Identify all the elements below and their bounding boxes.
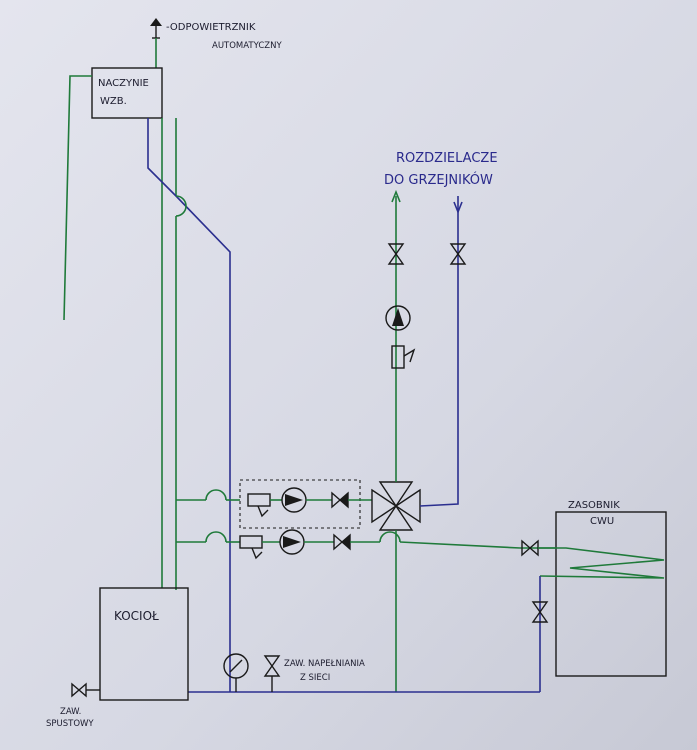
hot-water-tank bbox=[555, 511, 667, 677]
fill-valve-label: ZAW. NAPEŁNIANIA bbox=[284, 659, 365, 669]
air-vent-label-2: AUTOMATYCZNY bbox=[212, 41, 282, 51]
pressure-gauge-icon bbox=[223, 653, 249, 692]
tank-coil bbox=[520, 547, 665, 579]
air-vent-label: -ODPOWIETRZNIK bbox=[166, 22, 256, 33]
check-valve-icon bbox=[333, 533, 351, 551]
valve-icon bbox=[449, 243, 467, 265]
boiler bbox=[99, 587, 189, 701]
filter-icon bbox=[391, 345, 416, 369]
distributors-label: ROZDZIELACZE bbox=[396, 151, 498, 166]
valve-icon bbox=[71, 682, 87, 698]
expansion-tank-label-2: WZB. bbox=[100, 96, 127, 107]
expansion-tank-label: NACZYNIE bbox=[98, 78, 149, 89]
expansion-tank bbox=[91, 67, 163, 119]
drain-valve-label: ZAW. bbox=[60, 707, 81, 717]
hot-water-tank-label: ZASOBNIK bbox=[568, 500, 620, 511]
pump-group-box bbox=[239, 479, 361, 529]
hot-water-tank-label-2: CWU bbox=[590, 516, 614, 527]
valve-icon bbox=[521, 539, 539, 557]
drain-valve-label-2: SPUSTOWY bbox=[46, 719, 94, 729]
boiler-label: KOCIOŁ bbox=[114, 609, 159, 623]
pump-icon bbox=[385, 305, 411, 331]
valve-icon bbox=[263, 655, 281, 692]
valve-icon bbox=[387, 243, 405, 265]
valve-icon bbox=[531, 601, 549, 623]
expansion-pipe-left bbox=[63, 75, 92, 321]
valve-icon bbox=[331, 491, 349, 509]
fill-valve-label-2: Z SIECI bbox=[300, 673, 330, 683]
radiator-return-pipe bbox=[419, 196, 459, 507]
distributors-label-2: DO GRZEJNIKÓW bbox=[384, 172, 493, 188]
